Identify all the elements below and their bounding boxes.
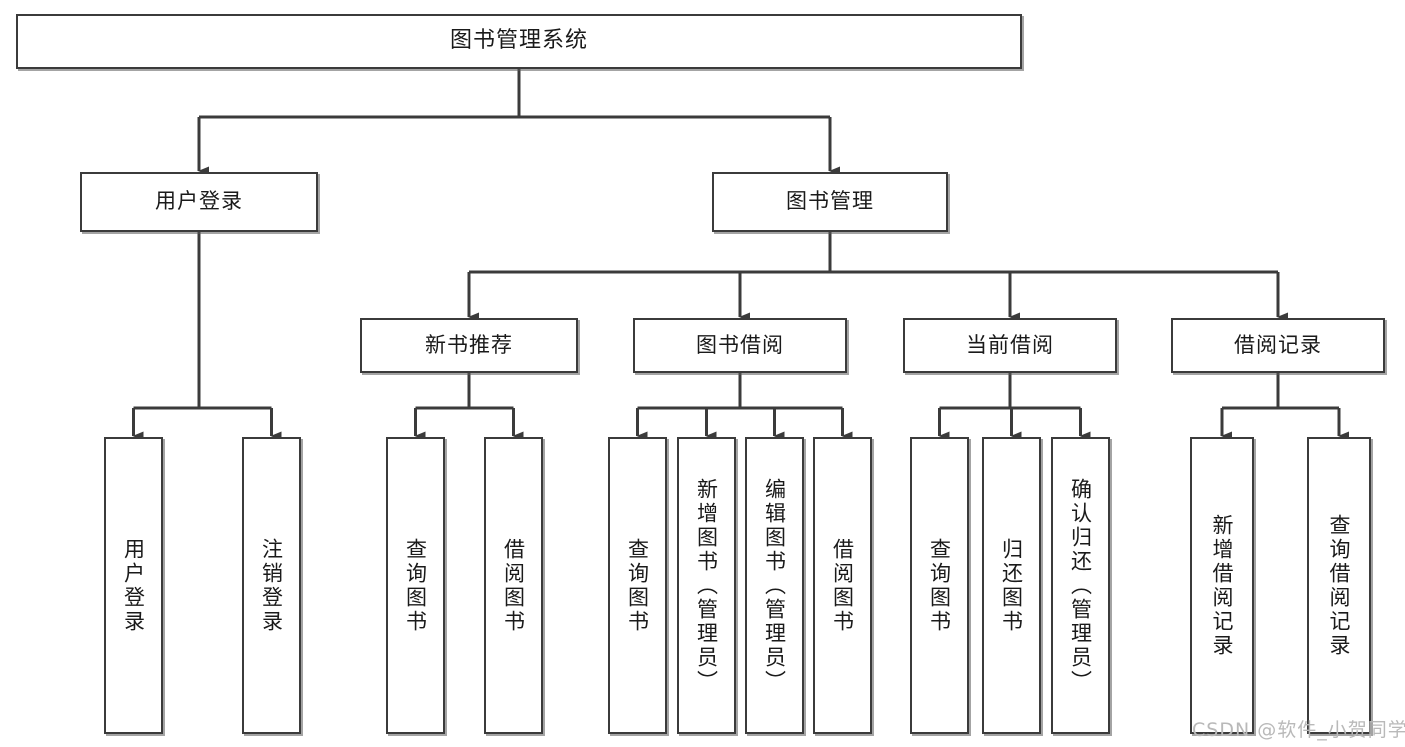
- node-label: 当前借阅: [966, 332, 1054, 357]
- leaf-node-box: 注销登录: [242, 437, 301, 734]
- node-label: 借阅记录: [1234, 332, 1322, 357]
- node-box-root: 图书管理系统: [16, 14, 1022, 69]
- leaf-node-box: 借阅图书: [813, 437, 872, 734]
- leaf-node-box: 编辑图书（管理员）: [745, 437, 804, 734]
- node-label: 查询图书: [927, 537, 952, 634]
- node-box-login: 用户登录: [80, 172, 318, 232]
- node-label: 图书管理: [786, 189, 874, 214]
- leaf-node-box: 确认归还（管理员）: [1051, 437, 1110, 734]
- node-box-records: 借阅记录: [1171, 318, 1385, 373]
- node-label: 用户登录: [155, 189, 243, 214]
- node-box-bookmgmt: 图书管理: [712, 172, 948, 232]
- leaf-node-box: 查询图书: [910, 437, 969, 734]
- node-label: 新增图书（管理员）: [694, 477, 719, 694]
- node-label: 新增借阅记录: [1210, 513, 1235, 658]
- node-label: 图书借阅: [696, 332, 784, 357]
- leaf-node-box: 新增图书（管理员）: [677, 437, 736, 734]
- node-label: 归还图书: [999, 537, 1024, 634]
- node-box-current: 当前借阅: [903, 318, 1117, 373]
- node-label: 借阅图书: [830, 537, 855, 634]
- node-box-borrow: 图书借阅: [633, 318, 847, 373]
- node-label: 用户登录: [121, 537, 146, 634]
- leaf-node-box: 查询图书: [608, 437, 667, 734]
- leaf-node-box: 归还图书: [982, 437, 1041, 734]
- leaf-node-box: 借阅图书: [484, 437, 543, 734]
- node-label: 注销登录: [259, 537, 284, 634]
- node-label: 查询借阅记录: [1327, 513, 1352, 658]
- leaf-node-box: 新增借阅记录: [1190, 437, 1254, 734]
- leaf-node-box: 查询借阅记录: [1307, 437, 1371, 734]
- node-label: 新书推荐: [425, 332, 513, 357]
- node-label: 借阅图书: [501, 537, 526, 634]
- node-label: 确认归还（管理员）: [1068, 477, 1093, 694]
- leaf-node-box: 查询图书: [386, 437, 445, 734]
- node-label: 查询图书: [625, 537, 650, 634]
- leaf-node-box: 用户登录: [104, 437, 163, 734]
- node-label: 查询图书: [403, 537, 428, 634]
- node-box-newbook: 新书推荐: [360, 318, 578, 373]
- node-label: 编辑图书（管理员）: [762, 477, 787, 694]
- node-label: 图书管理系统: [449, 28, 588, 54]
- connector-group: [132, 69, 1349, 441]
